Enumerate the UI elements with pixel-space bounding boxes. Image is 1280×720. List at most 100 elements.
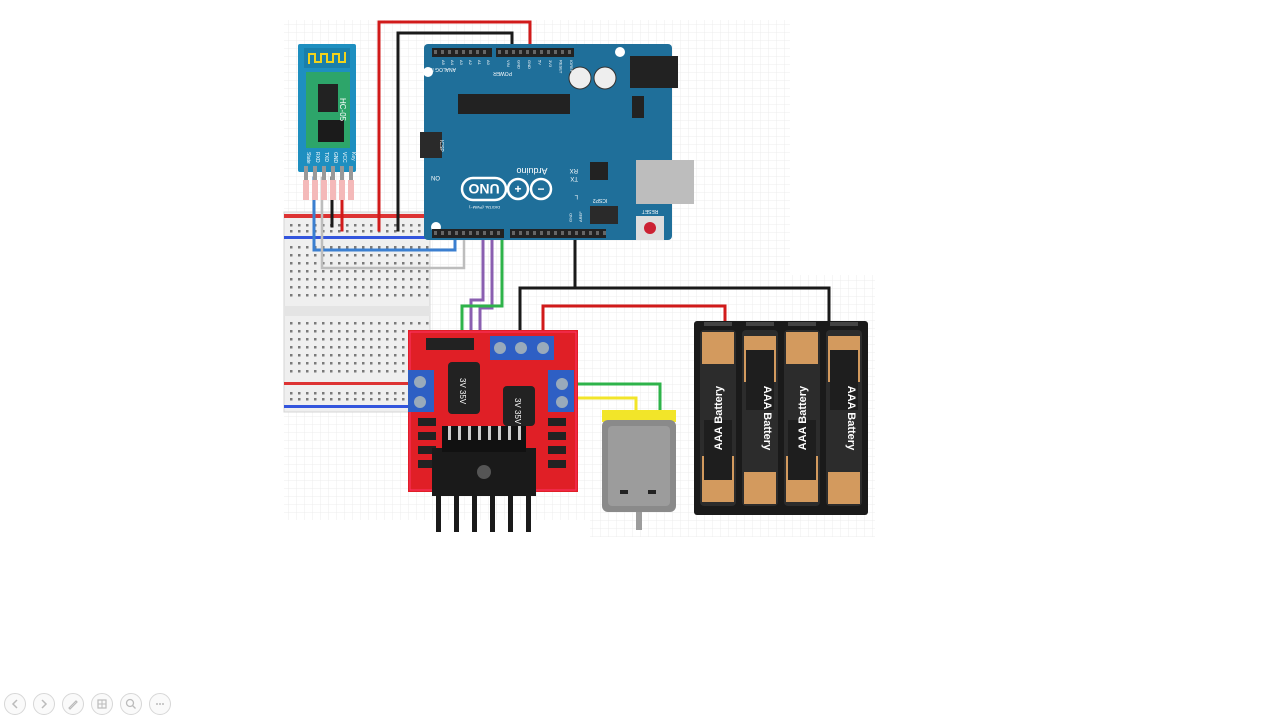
battery-terminal — [746, 322, 774, 326]
header-pin — [575, 231, 578, 235]
breadboard-hole — [290, 224, 293, 227]
breadboard-hole — [330, 362, 333, 365]
breadboard-hole — [346, 224, 349, 227]
breadboard-hole — [386, 392, 389, 395]
header-pin — [462, 50, 465, 54]
bt-pin-label: TXD — [323, 152, 329, 162]
icsp2-label: ICSP2 — [593, 197, 608, 203]
motor-end-cap — [602, 410, 676, 422]
breadboard-hole — [378, 370, 381, 373]
zoom-button[interactable] — [120, 693, 142, 715]
breadboard-hole — [330, 286, 333, 289]
power-pin-label: 5V — [538, 60, 543, 65]
previous-icon — [11, 699, 18, 709]
heatsink-fin — [508, 494, 513, 532]
breadboard-hole — [362, 286, 365, 289]
header-pin — [469, 50, 472, 54]
breadboard-hole — [394, 354, 397, 357]
breadboard-hole — [378, 246, 381, 249]
wire-in2-purple — [478, 230, 494, 345]
wire-motor-green — [570, 382, 662, 414]
breadboard-hole — [410, 254, 413, 257]
reset-label: RESET — [642, 208, 659, 214]
breadboard-hole — [386, 262, 389, 265]
previous-slide-button[interactable] — [4, 693, 26, 715]
chip-leg — [518, 426, 521, 440]
breadboard-hole — [386, 224, 389, 227]
breadboard-hole — [330, 346, 333, 349]
breadboard-hole — [290, 294, 293, 297]
breadboard-hole — [290, 254, 293, 257]
breadboard-hole — [290, 398, 293, 401]
breadboard-hole — [394, 346, 397, 349]
battery-label: AAA Battery — [797, 385, 809, 450]
battery-terminal — [830, 322, 858, 326]
battery-copper-top — [786, 332, 818, 364]
breadboard-hole — [314, 278, 317, 281]
breadboard-hole — [306, 370, 309, 373]
breadboard-hole — [410, 286, 413, 289]
more-icon — [156, 703, 164, 705]
analog-in-label: ANALOG IN — [428, 66, 456, 72]
battery-label: AAA Battery — [713, 385, 725, 450]
diode — [418, 460, 436, 468]
analog-pin-label: A3 — [459, 60, 464, 66]
breadboard-hole — [298, 362, 301, 365]
power-jack — [630, 56, 678, 88]
breadboard-hole — [394, 362, 397, 365]
bt-pin-wire-end — [339, 180, 345, 200]
breadboard-hole — [298, 338, 301, 341]
breadboard-hole — [410, 224, 413, 227]
breadboard-hole — [346, 370, 349, 373]
breadboard-hole — [370, 398, 373, 401]
breadboard-hole — [354, 330, 357, 333]
heatsink-fin — [472, 494, 477, 532]
breadboard-hole — [290, 246, 293, 249]
breadboard-hole — [370, 370, 373, 373]
breadboard-hole — [378, 398, 381, 401]
breadboard-hole — [418, 294, 421, 297]
breadboard-hole — [410, 294, 413, 297]
breadboard-hole — [378, 392, 381, 395]
breadboard-hole — [306, 254, 309, 257]
breadboard-hole — [402, 270, 405, 273]
breadboard-hole — [362, 330, 365, 333]
breadboard-hole — [362, 224, 365, 227]
bt-pin-wire-end — [348, 180, 354, 200]
header-pin — [483, 231, 486, 235]
breadboard-hole — [290, 392, 293, 395]
icsp-header — [420, 132, 442, 158]
zoom-icon — [125, 698, 136, 709]
breadboard-hole — [290, 262, 293, 265]
breadboard-hole — [354, 392, 357, 395]
breadboard-hole — [386, 330, 389, 333]
breadboard-hole — [346, 294, 349, 297]
breadboard-hole — [298, 294, 301, 297]
breadboard-hole — [346, 392, 349, 395]
breadboard-hole — [322, 346, 325, 349]
breadboard-hole — [346, 254, 349, 257]
header-pin — [505, 50, 508, 54]
pen-button[interactable] — [62, 693, 84, 715]
breadboard-hole — [394, 270, 397, 273]
breadboard-hole — [378, 294, 381, 297]
bt-pin — [313, 166, 317, 180]
next-slide-button[interactable] — [33, 693, 55, 715]
breadboard-hole — [354, 230, 357, 233]
breadboard-hole — [386, 354, 389, 357]
breadboard-hole — [370, 322, 373, 325]
breadboard-hole — [346, 286, 349, 289]
aref-label: AREF — [578, 211, 583, 222]
diode — [418, 432, 436, 440]
heatsink-fin — [436, 494, 441, 532]
breadboard-hole — [346, 330, 349, 333]
more-options-button[interactable] — [149, 693, 171, 715]
breadboard-hole — [346, 246, 349, 249]
slides-button[interactable] — [91, 693, 113, 715]
digital-label: DIGITAL (PWM~) — [468, 205, 500, 210]
breadboard-hole — [306, 294, 309, 297]
breadboard-hole — [370, 346, 373, 349]
breadboard-hole — [338, 354, 341, 357]
